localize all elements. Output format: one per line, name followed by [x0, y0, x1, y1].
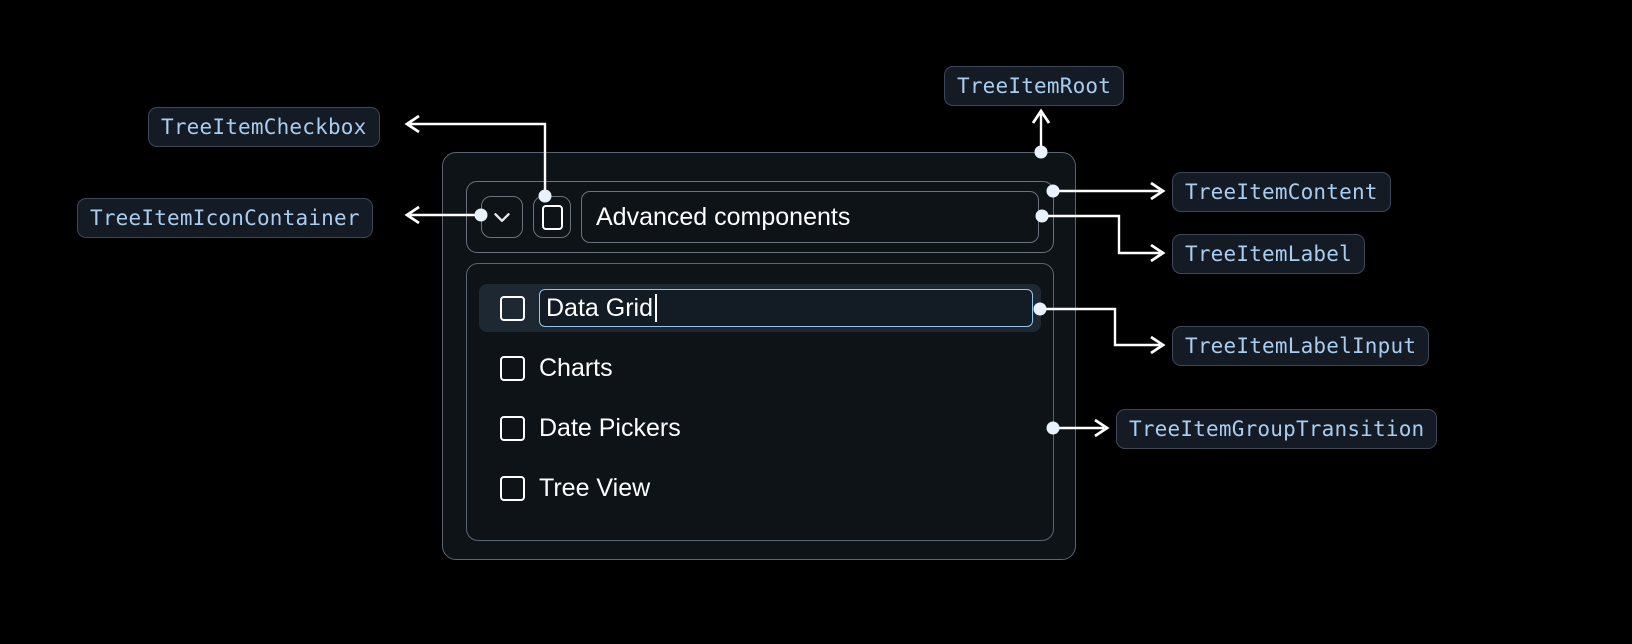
tree-item-checkbox[interactable]	[533, 196, 571, 238]
tree-item-label-input-value: Data Grid	[546, 293, 653, 322]
text-caret	[654, 294, 657, 322]
checkbox-unchecked-icon[interactable]	[500, 415, 525, 441]
tree-item-root[interactable]: Advanced components Data Grid Charts Dat…	[442, 152, 1076, 560]
tree-item-group-transition: Data Grid Charts Date Pickers Tree View	[466, 263, 1054, 541]
annotation-label: TreeItemRoot	[957, 74, 1112, 98]
tree-item-icon-container[interactable]	[481, 196, 523, 238]
tree-item-label[interactable]: Advanced components	[581, 191, 1039, 243]
tree-item-content[interactable]: Advanced components	[466, 181, 1054, 253]
checkbox-unchecked-icon[interactable]	[500, 355, 525, 381]
tree-item-label-text: Tree View	[539, 473, 651, 502]
tree-item-label-text: Advanced components	[596, 202, 851, 231]
tree-item-child-tree-view[interactable]: Tree View	[479, 464, 1041, 512]
tree-item-child-date-pickers[interactable]: Date Pickers	[479, 404, 1041, 452]
annotation-tree-item-icon-container: TreeItemIconContainer	[77, 198, 373, 238]
annotation-label: TreeItemIconContainer	[90, 206, 360, 230]
tree-item-label-input[interactable]: Data Grid	[539, 289, 1033, 327]
annotation-tree-item-content: TreeItemContent	[1172, 172, 1391, 212]
checkbox-unchecked-icon[interactable]	[500, 295, 525, 321]
annotation-tree-item-label: TreeItemLabel	[1172, 234, 1365, 274]
tree-item-label-text: Date Pickers	[539, 413, 681, 442]
annotation-label: TreeItemCheckbox	[161, 115, 367, 139]
annotation-label: TreeItemLabelInput	[1185, 334, 1417, 358]
checkbox-unchecked-icon	[541, 204, 563, 230]
annotation-tree-item-checkbox: TreeItemCheckbox	[148, 107, 380, 147]
chevron-down-icon	[489, 204, 515, 230]
annotation-tree-item-root: TreeItemRoot	[944, 66, 1125, 106]
annotation-label: TreeItemContent	[1185, 180, 1378, 204]
tree-item-child-data-grid[interactable]: Data Grid	[479, 284, 1041, 332]
annotation-label: TreeItemLabel	[1185, 242, 1352, 266]
tree-item-label-text: Charts	[539, 353, 613, 382]
annotation-tree-item-group-transition: TreeItemGroupTransition	[1116, 409, 1438, 449]
annotation-tree-item-label-input: TreeItemLabelInput	[1172, 326, 1430, 366]
tree-item-child-charts[interactable]: Charts	[479, 344, 1041, 392]
checkbox-unchecked-icon[interactable]	[500, 475, 525, 501]
annotation-label: TreeItemGroupTransition	[1129, 417, 1425, 441]
